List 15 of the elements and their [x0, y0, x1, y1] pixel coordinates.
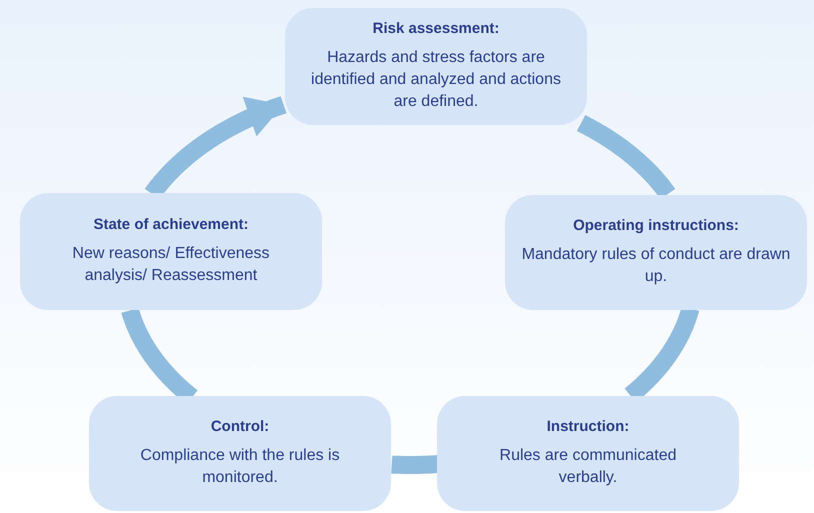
process-box [285, 8, 587, 125]
box-text: Mandatory rules of conduct are drawn up. [521, 244, 791, 287]
box-text: Compliance with the rules is monitored. [139, 446, 341, 488]
box-text: New reasons/ Effectiveness analysis/ Reassessment [71, 244, 271, 286]
box-heading: Risk assessment: [372, 20, 500, 39]
box-text: Rules are communicated verbally. [498, 446, 678, 488]
box-heading: Instruction: [546, 418, 630, 437]
process-box [437, 396, 739, 511]
box-heading: State of achievement: [93, 216, 249, 235]
box-heading: Operating instructions: [573, 217, 739, 236]
process-box [505, 195, 807, 310]
process-box [89, 396, 391, 511]
box-text: Hazards and stress factors are identified and analyzed and actions are defined. [310, 48, 562, 112]
process-box [20, 193, 322, 310]
box-heading: Control: [210, 418, 270, 437]
